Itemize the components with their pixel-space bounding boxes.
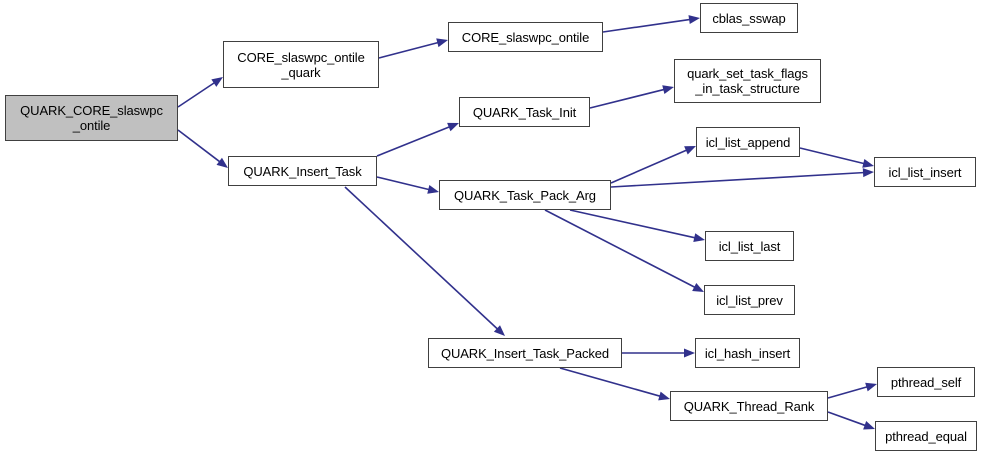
call-edge — [569, 209, 705, 243]
graph-node-list_append[interactable]: icl_list_append — [696, 127, 800, 157]
graph-node-insert_packed[interactable]: QUARK_Insert_Task_Packed — [428, 338, 622, 368]
call-edge — [177, 77, 223, 108]
graph-node-task_init[interactable]: QUARK_Task_Init — [459, 97, 590, 127]
graph-node-hash_insert[interactable]: icl_hash_insert — [695, 338, 800, 368]
graph-node-set_flags[interactable]: quark_set_task_flags _in_task_structure — [674, 59, 821, 103]
graph-node-pack_arg[interactable]: QUARK_Task_Pack_Arg — [439, 180, 611, 210]
call-edge — [827, 411, 875, 430]
call-edge — [559, 367, 670, 401]
graph-node-thread_rank[interactable]: QUARK_Thread_Rank — [670, 391, 828, 421]
graph-node-list_insert[interactable]: icl_list_insert — [874, 157, 976, 187]
call-edge — [376, 122, 459, 157]
graph-node-insert_task[interactable]: QUARK_Insert_Task — [228, 156, 377, 186]
graph-node-pthread_self[interactable]: pthread_self — [877, 367, 975, 397]
graph-node-quark_wrap[interactable]: CORE_slaswpc_ontile _quark — [223, 41, 379, 88]
call-edge — [544, 209, 704, 292]
call-edge — [376, 176, 439, 194]
call-edge — [602, 15, 700, 33]
call-edge — [177, 129, 228, 168]
call-edge — [827, 382, 877, 399]
call-edge — [622, 348, 695, 358]
graph-node-list_prev[interactable]: icl_list_prev — [704, 285, 795, 315]
graph-node-core_ontile[interactable]: CORE_slaswpc_ontile — [448, 22, 603, 52]
call-edge — [378, 38, 448, 59]
call-edge — [610, 146, 696, 184]
graph-node-cblas_sswap[interactable]: cblas_sswap — [700, 3, 798, 33]
call-edge — [799, 147, 874, 168]
call-edge — [610, 168, 874, 188]
graph-node-root[interactable]: QUARK_CORE_slaswpc _ontile — [5, 95, 178, 141]
graph-node-list_last[interactable]: icl_list_last — [705, 231, 794, 261]
graph-node-pthread_equal[interactable]: pthread_equal — [875, 421, 977, 451]
call-edge — [589, 85, 674, 109]
